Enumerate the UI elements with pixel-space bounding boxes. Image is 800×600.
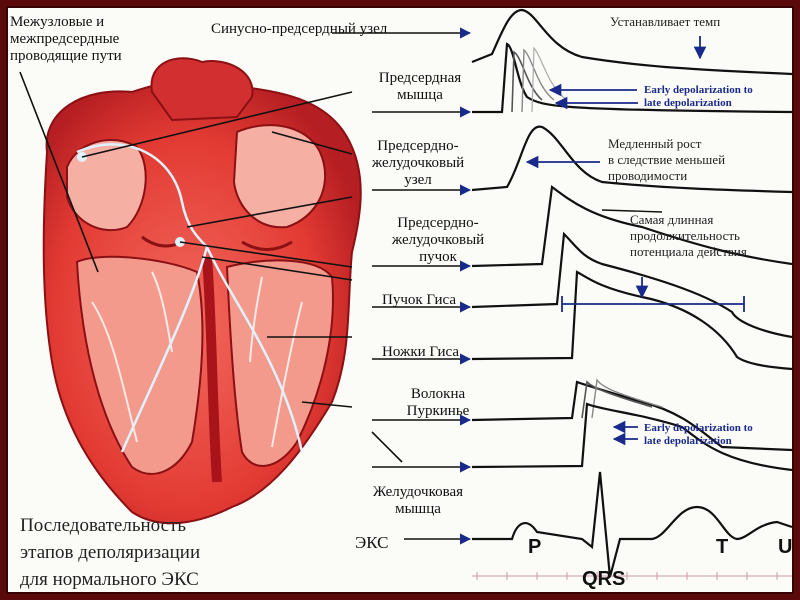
trace-av-node [471,125,792,194]
tick-lines [601,209,663,213]
duration-bracket [561,296,745,312]
septum [202,256,222,483]
caption: Последовательность этапов деполяризации … [20,515,201,590]
label-bundle-branches: Ножки Гиса [382,344,460,360]
diagram-graphics [19,8,792,580]
note-sets-rate: Устанавливает темп [610,14,721,29]
trace-branches [471,270,792,371]
label-av-bundle: Предсердно- желудочковый пучок [391,215,485,265]
trace-ecg [472,471,792,578]
label-atrial-muscle: Предсердная мышца [378,70,462,103]
trace-atrial [472,42,792,114]
label-his-bundle: Пучок Гиса [382,292,457,308]
annotation-arrows [525,36,707,446]
trace-purkinje [471,380,792,452]
leader-lines [19,71,403,463]
trace-sa-node [471,8,792,76]
conduction-pathway [76,143,304,453]
slide: Межузловые и межпредсердные проводящие п… [6,6,794,594]
purkinje-fibers [91,271,303,448]
trace-ventricular [471,402,792,472]
trace-purkinje-3 [591,378,663,419]
note-early-late-purkinje: Early depolarization to late depolarizat… [644,422,753,447]
right-atrium-chamber [66,138,147,232]
label-av-node: Предсердно- желудочковый узел [371,138,465,188]
label-ventricular-muscle: Желудочковая мышца [372,484,464,517]
ecg-wave-u: U [778,536,793,558]
trace-av-bundle [471,184,792,268]
left-atrium-chamber [232,124,327,229]
aorta [150,57,254,122]
trace-purkinje-2 [581,380,653,419]
note-early-late-atrial: Early depolarization to late depolarizat… [644,84,753,109]
label-arrows [332,27,472,545]
trace-his [471,231,792,339]
action-potential-traces [471,8,792,578]
ecg-wave-t: T [716,536,729,558]
label-purkinje: Волокна Пуркинье [406,386,470,419]
right-ventricle-chamber [75,255,204,475]
ecg-wave-p: P [528,536,542,558]
ecg-ticks [472,572,792,580]
heart-illustration [42,57,362,525]
ecg-wave-qrs: QRS [582,568,626,590]
label-ecg: ЭКС [355,533,389,552]
left-ventricle-chamber [225,259,334,467]
label-internodal-pathways: Межузловые и межпредсердные проводящие п… [10,14,122,64]
note-longest-ap: Самая длинная продолжительность потенциа… [630,212,747,259]
label-sa-node: Синусно-предсердный узел [211,21,388,37]
note-slow-rise: Медленный рост в следствие меньшей прово… [608,136,726,183]
